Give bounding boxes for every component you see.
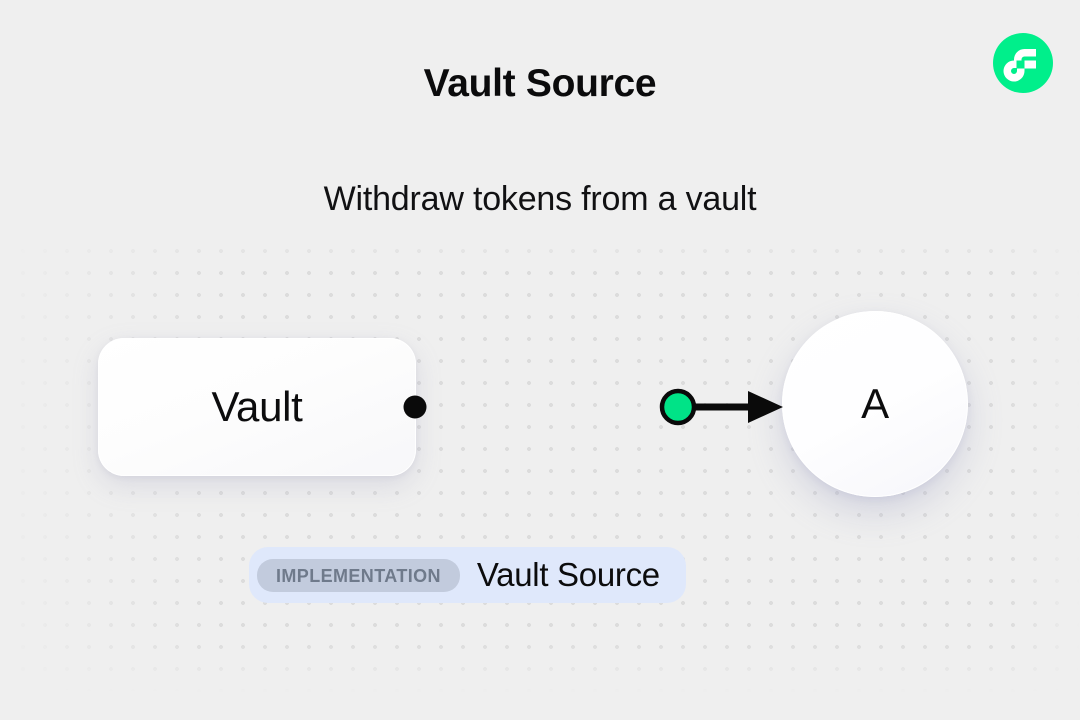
page-subtitle: Withdraw tokens from a vault	[323, 180, 757, 218]
diagram-node-vault-label: Vault	[211, 383, 303, 430]
diagram-node-vault[interactable]: Vault	[98, 338, 416, 476]
flow-logo-icon	[993, 33, 1053, 93]
page-title: Vault Source	[423, 62, 657, 105]
diagram-node-account[interactable]: A	[782, 311, 968, 497]
edge-arrowhead-icon	[748, 391, 783, 423]
implementation-badge-tag: IMPLEMENTATION	[257, 558, 460, 592]
diagram-node-account-label: A	[861, 380, 889, 427]
edge-flow-marker-icon[interactable]	[659, 388, 697, 426]
implementation-badge-value: Vault Source	[476, 556, 660, 593]
implementation-badge[interactable]: IMPLEMENTATION Vault Source	[249, 547, 686, 603]
